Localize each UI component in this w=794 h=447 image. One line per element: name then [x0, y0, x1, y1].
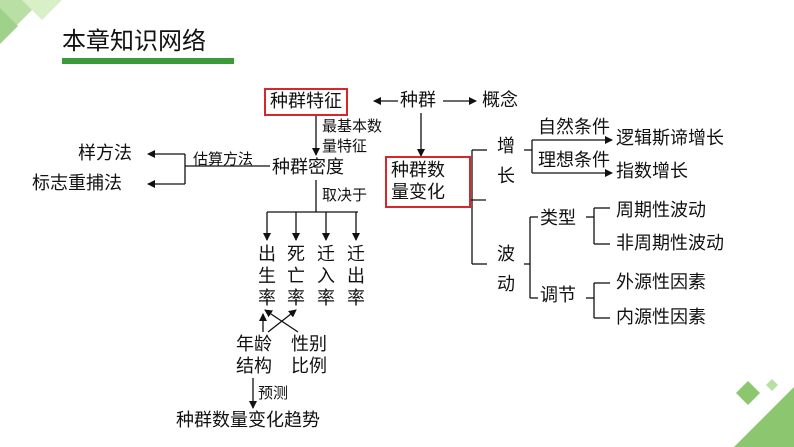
node-population-change-line2: 量变化 — [391, 182, 445, 203]
label-estimate-method: 估算方法 — [193, 150, 254, 168]
node-periodic-fluctuation: 周期性波动 — [616, 200, 706, 221]
node-immigration-rate: 迁入率 — [317, 244, 335, 309]
page-title: 本章知识网络 — [62, 27, 206, 55]
node-concept: 概念 — [482, 90, 518, 111]
label-determined-by: 取决于 — [322, 186, 368, 204]
node-sex-ratio-line2: 比例 — [291, 356, 327, 377]
node-population: 种群 — [400, 90, 436, 111]
node-age-structure-line2: 结构 — [236, 356, 272, 377]
node-growth: 增长 — [497, 136, 515, 187]
node-logistic-growth: 逻辑斯谛增长 — [616, 128, 724, 149]
label-regulation: 调节 — [540, 285, 576, 306]
node-population-change: 种群数 量变化 — [385, 156, 471, 208]
node-nonperiodic-fluctuation: 非周期性波动 — [616, 233, 724, 254]
node-population-features: 种群特征 — [264, 88, 348, 116]
label-ideal-conditions: 理想条件 — [538, 150, 610, 171]
node-internal-factors: 内源性因素 — [616, 307, 706, 328]
label-basic-feature-line1: 最基本数 — [322, 117, 383, 135]
node-age-structure-line1: 年龄 — [236, 334, 272, 355]
node-population-density: 种群密度 — [272, 157, 344, 178]
label-basic-feature-line2: 量特征 — [322, 137, 368, 155]
label-predict: 预测 — [258, 384, 289, 402]
node-trend: 种群数量变化趋势 — [176, 410, 320, 431]
node-external-factors: 外源性因素 — [616, 272, 706, 293]
title-underline — [62, 58, 234, 64]
node-emigration-rate: 迁出率 — [347, 244, 365, 309]
node-death-rate: 死亡率 — [287, 244, 305, 309]
node-mark-recapture: 标志重捕法 — [32, 173, 122, 194]
node-population-change-line1: 种群数 — [391, 160, 445, 181]
label-natural-conditions: 自然条件 — [538, 117, 610, 138]
node-fluctuation: 波动 — [497, 244, 515, 295]
node-exponential-growth: 指数增长 — [616, 161, 688, 182]
corner-decoration-top-left — [0, 0, 62, 44]
node-quadrat-method: 样方法 — [78, 143, 132, 164]
node-sex-ratio-line1: 性别 — [291, 334, 327, 355]
label-type: 类型 — [540, 208, 576, 229]
corner-decoration-bottom-right — [734, 379, 794, 447]
node-birth-rate: 出生率 — [258, 244, 276, 309]
